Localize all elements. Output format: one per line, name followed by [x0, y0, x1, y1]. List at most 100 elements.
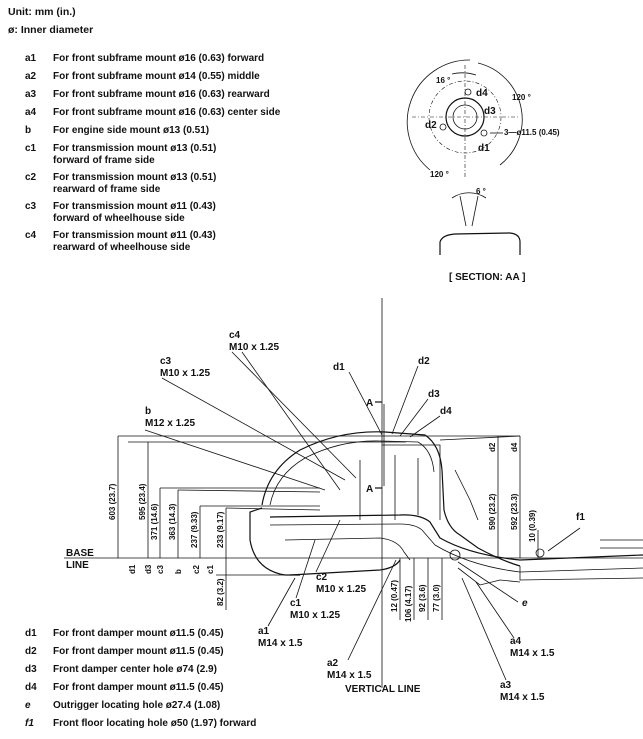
dim-233: 233 (9.17) — [216, 511, 225, 548]
section-marker-a-top: A — [366, 398, 373, 409]
outrigger-hole-e — [449, 549, 461, 561]
section-marker-a-bottom: A — [366, 484, 373, 495]
floor-locating-hole-f1 — [535, 548, 545, 558]
section-profile — [439, 232, 521, 255]
dim-code-b: b — [174, 569, 183, 574]
section-angle-6: 6 ° — [476, 187, 486, 196]
legend-top-desc: For transmission mount ø13 (0.51) forwar… — [53, 143, 217, 166]
dim-code-c3: c3 — [156, 565, 165, 574]
leader-e — [457, 561, 519, 603]
label-a1: a1 — [258, 626, 270, 637]
section-hole-d2 — [439, 123, 447, 131]
dim-77: 77 (3.0) — [432, 584, 441, 612]
diameter-note: ø: Inner diameter — [8, 24, 94, 36]
legend-top-desc: For engine side mount ø13 (0.51) — [53, 125, 210, 136]
dim-92: 92 (3.6) — [418, 584, 427, 612]
section-angle-120-left: 120 ° — [430, 170, 449, 179]
legend-bottom-code: f1 — [25, 718, 34, 729]
leader-b — [241, 351, 341, 491]
unit-label: Unit: mm (in.) — [8, 6, 76, 18]
dim-code-d1: d1 — [128, 564, 137, 574]
legend-top-code: a1 — [25, 53, 37, 64]
legend-top-desc: For transmission mount ø13 (0.51) rearwa… — [53, 172, 217, 195]
leader-d4 — [409, 415, 441, 438]
dim-12: 12 (0.47) — [390, 580, 399, 612]
legend-top-code: c3 — [25, 201, 37, 212]
dim-363: 363 (14.3) — [168, 503, 177, 540]
label-c1-thread: M10 x 1.25 — [290, 610, 340, 621]
dim-595: 595 (23.4) — [138, 483, 147, 520]
legend-bottom-code: e — [25, 700, 31, 711]
legend-top-desc: For transmission mount ø11 (0.43) forwar… — [53, 201, 216, 224]
section-hole-callout: 3—ø11.5 (0.45) — [504, 128, 560, 137]
label-a4-thread: M14 x 1.5 — [510, 648, 555, 659]
vertical-line-label: VERTICAL LINE — [345, 684, 421, 695]
leader-d2 — [391, 365, 419, 435]
legend-top-desc: For front subframe mount ø14 (0.55) midd… — [53, 71, 260, 82]
label-c3-thread: M10 x 1.25 — [160, 368, 210, 379]
label-c4-thread: M10 x 1.25 — [229, 342, 279, 353]
legend-top-desc: For front subframe mount ø16 (0.63) rear… — [53, 89, 270, 100]
leader-f1 — [547, 527, 581, 552]
section-label-d3: d3 — [484, 106, 496, 117]
leader-d1 — [348, 371, 383, 436]
label-e: e — [522, 598, 528, 609]
dim-code-c2: c2 — [192, 565, 201, 574]
legend-top-row: a3 For front subframe mount ø16 (0.63) re… — [25, 89, 270, 101]
section-label-d4: d4 — [476, 88, 488, 99]
section-label-d2: d2 — [425, 120, 437, 131]
legend-bottom-desc: Front damper center hole ø74 (2.9) — [53, 664, 217, 675]
label-c2: c2 — [316, 572, 328, 583]
legend-top-row: a1 For front subframe mount ø16 (0.63) fo… — [25, 53, 264, 65]
legend-bottom-desc: For front damper mount ø11.5 (0.45) — [53, 646, 224, 657]
label-d1: d1 — [333, 362, 345, 373]
legend-bottom-desc: Outrigger locating hole ø27.4 (1.08) — [53, 700, 221, 711]
leader-c4 — [231, 351, 357, 479]
section-hole-d4 — [464, 88, 472, 96]
frame-rail-upper — [269, 514, 643, 561]
angle-arc-120-right — [477, 62, 523, 166]
legend-top-code: c4 — [25, 230, 37, 241]
legend-top-code: c2 — [25, 172, 37, 183]
label-a1-thread: M14 x 1.5 — [258, 638, 303, 649]
main-frame-drawing — [64, 298, 643, 688]
label-a4: a4 — [510, 636, 522, 647]
leader-a1 — [267, 577, 296, 627]
section-label-d1: d1 — [478, 143, 490, 154]
leader-a2 — [347, 559, 397, 661]
label-c3: c3 — [160, 356, 172, 367]
leader-c2 — [315, 519, 341, 573]
leader-a3 — [461, 577, 507, 681]
angle-arc-120-left — [406, 59, 471, 171]
frame-rail-middle — [269, 523, 643, 573]
dim-592: 592 (23.3) — [510, 493, 519, 530]
dim-10: 10 (0.39) — [528, 510, 537, 542]
legend-bottom-code: d3 — [25, 664, 37, 675]
frame-rail-lower — [289, 559, 401, 576]
leader-a4 — [475, 581, 515, 639]
legend-top-code: a3 — [25, 89, 37, 100]
legend-top-desc: For front subframe mount ø16 (0.63) forw… — [53, 53, 265, 64]
dim-590: 590 (23.2) — [488, 493, 497, 530]
dim-603: 603 (23.7) — [108, 483, 117, 520]
label-b-thread: M12 x 1.25 — [145, 418, 195, 429]
label-c4: c4 — [229, 330, 241, 341]
angle-arc-16 — [451, 72, 477, 76]
label-a2-thread: M14 x 1.5 — [327, 670, 372, 681]
section-title: [ SECTION: AA ] — [449, 272, 525, 283]
label-c1: c1 — [290, 598, 302, 609]
label-d3: d3 — [428, 389, 440, 400]
label-f1: f1 — [576, 512, 585, 523]
label-b: b — [145, 406, 151, 417]
dim-code-d2: d2 — [488, 442, 497, 452]
label-a2: a2 — [327, 658, 339, 669]
legend-top-row: c3 For transmission mount ø11 (0.43) forw… — [25, 201, 216, 225]
dim-82: 82 (3.2) — [216, 578, 225, 606]
